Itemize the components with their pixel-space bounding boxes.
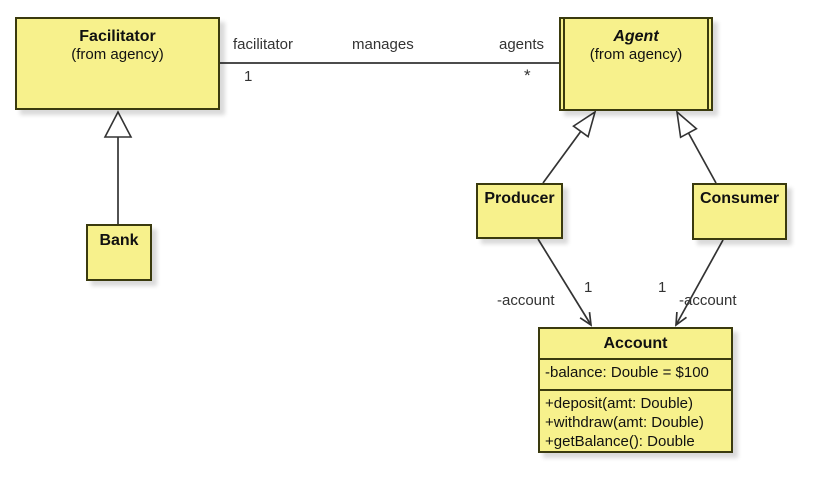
association-line	[675, 239, 724, 326]
bank-facilitator-generalization	[103, 110, 133, 224]
account-operations-compartment: +deposit(amt: Double) +withdraw(amt: Dou…	[540, 389, 731, 451]
multiplicity-facilitator: 1	[244, 68, 253, 85]
generalization-line	[542, 130, 582, 184]
open-arrowhead	[579, 312, 593, 327]
multiplicity-agents: *	[524, 66, 531, 85]
producer-agent-generalization	[542, 110, 597, 184]
generalization-triangle	[675, 110, 698, 139]
class-facilitator-name: Facilitator	[79, 28, 156, 45]
multiplicity-consumer-account: 1	[658, 279, 667, 296]
role-label-consumer-account: -account	[679, 292, 737, 309]
class-facilitator-package: (from agency)	[71, 46, 164, 63]
class-account-name: Account	[603, 334, 668, 352]
class-bank: Bank	[86, 224, 152, 281]
active-class-bar-left	[563, 19, 565, 109]
account-attribute-balance: -balance: Double = $100	[545, 364, 709, 381]
generalization-triangle	[103, 110, 133, 138]
class-producer-name: Producer	[484, 190, 555, 207]
account-operation-withdraw: +withdraw(amt: Double)	[545, 414, 704, 431]
class-facilitator: Facilitator (from agency)	[15, 17, 220, 110]
class-agent-package: (from agency)	[589, 46, 683, 63]
multiplicity-producer-account: 1	[584, 279, 593, 296]
class-account: Account -balance: Double = $100 +deposit…	[538, 327, 733, 453]
class-producer: Producer	[476, 183, 563, 239]
account-attributes-compartment: -balance: Double = $100	[540, 358, 731, 389]
class-bank-name: Bank	[99, 232, 139, 249]
open-arrowhead	[675, 311, 688, 327]
generalization-triangle	[572, 110, 597, 139]
role-label-facilitator: facilitator	[233, 36, 294, 53]
active-class-bar-right	[707, 19, 709, 109]
role-label-agents: agents	[499, 36, 545, 53]
class-agent: Agent (from agency)	[559, 17, 713, 111]
association-line	[537, 238, 592, 326]
association-name-manages: manages	[352, 36, 414, 53]
class-agent-name: Agent	[613, 28, 659, 45]
producer-account-association	[537, 238, 593, 327]
class-consumer: Consumer	[692, 183, 787, 240]
generalization-line	[687, 132, 717, 184]
consumer-agent-generalization	[675, 110, 717, 184]
class-consumer-name: Consumer	[699, 190, 780, 207]
account-operation-getbalance: +getBalance(): Double	[545, 433, 695, 450]
account-operation-deposit: +deposit(amt: Double)	[545, 395, 693, 412]
consumer-account-association	[675, 239, 724, 327]
role-label-producer-account: -account	[497, 292, 555, 309]
